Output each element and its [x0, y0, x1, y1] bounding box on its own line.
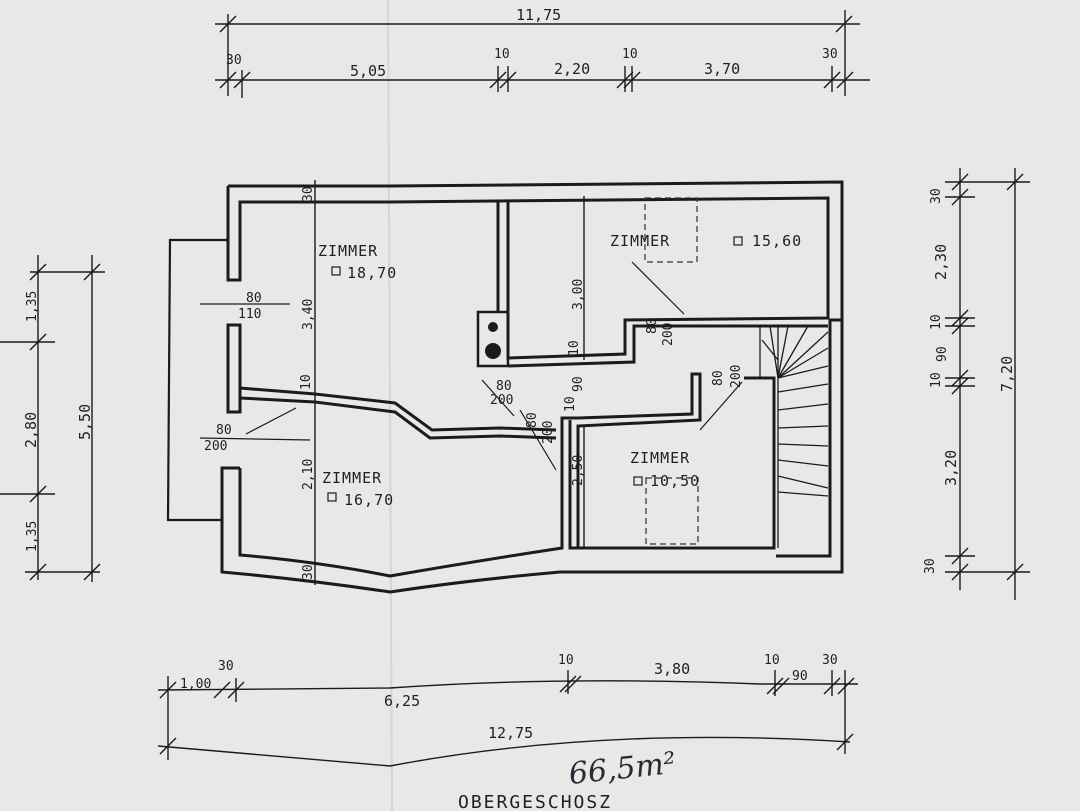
dim-right-1: 2,30: [932, 244, 950, 280]
dim-left-1: 1,35: [25, 291, 40, 322]
room-3-label: ZIMMER: [322, 469, 382, 487]
opening-1-width: 80: [246, 291, 262, 306]
building-walls: [166, 180, 844, 594]
opening-5-width: 80: [645, 318, 660, 334]
dim-bottom-2: 6,25: [384, 692, 420, 710]
dim-right-total: 7,20: [998, 356, 1016, 392]
opening-2-height: 200: [204, 439, 227, 454]
dim-right-wall-2: 10: [929, 372, 944, 388]
dim-left-total: 5,50: [76, 404, 94, 440]
interior-dim-3: 2,10: [301, 459, 316, 490]
interior-dim-7: 10: [567, 340, 582, 356]
interior-dim-4: 30: [301, 186, 316, 202]
room-1-area: 18,70: [347, 264, 397, 282]
dim-bottom-wall-1: 10: [558, 653, 574, 668]
dim-bottom-total: 12,75: [488, 724, 533, 742]
opening-5-height: 200: [661, 323, 676, 346]
opening-1-height: 110: [238, 307, 261, 322]
interior-dim-5: 30: [301, 564, 316, 580]
interior-dim-2: 10: [299, 374, 314, 390]
opening-6-width: 80: [711, 370, 726, 386]
interior-dim-9: 90: [571, 376, 586, 392]
dim-right-wall-bottom: 30: [923, 558, 938, 574]
handwritten-area-note: 66,5m²: [567, 746, 677, 792]
interior-dim-10: 2,50: [571, 455, 586, 486]
room-1-label: ZIMMER: [318, 242, 378, 260]
dim-bottom-4: 90: [792, 669, 808, 684]
room-4-area: 10,50: [650, 472, 700, 490]
right-dimensions: 30 2,30 10 90 10 3,20 30 7,20: [923, 168, 1030, 600]
interior-dim-6: 3,00: [571, 279, 586, 310]
drawing-title: OBERGESCHOSZ: [458, 792, 612, 811]
dim-right-2: 90: [935, 346, 950, 362]
dim-left-3: 1,35: [25, 521, 40, 552]
dim-bottom-wall-left: 30: [218, 659, 234, 674]
room-2-area: 15,60: [752, 232, 802, 250]
staircase: [759, 325, 829, 548]
dim-top-wall-2: 10: [622, 47, 638, 62]
dim-bottom-1: 1,00: [180, 677, 211, 692]
left-dimensions: 1,35 2,80 5,50 1,35: [0, 255, 105, 582]
dim-top-segment-1: 5,05: [350, 62, 386, 80]
opening-4-height: 200: [541, 421, 556, 444]
dim-bottom-3: 3,80: [654, 660, 690, 678]
opening-3-width: 80: [496, 379, 512, 394]
dim-total-width: 11,75: [516, 6, 561, 24]
dim-right-3: 3,20: [942, 450, 960, 486]
opening-dimensions: 80 110 80 200 80 200 80 200 80 200 80 20…: [204, 186, 744, 580]
opening-6-height: 200: [729, 365, 744, 388]
dim-top-wall-left: 30: [226, 53, 242, 68]
dim-right-wall-1: 10: [929, 314, 944, 330]
opening-3-height: 200: [490, 393, 513, 408]
dim-bottom-wall-right: 30: [822, 653, 838, 668]
interior-dim-8: 10: [563, 396, 578, 412]
room-2-label: ZIMMER: [610, 232, 670, 250]
dim-left-2: 2,80: [22, 412, 40, 448]
opening-2-width: 80: [216, 423, 232, 438]
dim-top-segment-2: 2,20: [554, 60, 590, 78]
top-dimensions: 11,75 30 5,05 10 2,20 10 3,70 30: [215, 6, 870, 98]
dim-bottom-wall-2: 10: [764, 653, 780, 668]
dim-top-wall-right: 30: [822, 47, 838, 62]
dim-top-wall-1: 10: [494, 47, 510, 62]
room-4-label: ZIMMER: [630, 449, 690, 467]
interior-dim-1: 3,40: [301, 299, 316, 330]
dim-top-segment-3: 3,70: [704, 60, 740, 78]
opening-4-width: 80: [525, 412, 540, 428]
room-3-area: 16,70: [344, 491, 394, 509]
dim-right-wall-top: 30: [929, 188, 944, 204]
paper-fold-line: [387, 0, 393, 811]
room-labels: ZIMMER 18,70 ZIMMER 15,60 ZIMMER 16,70 Z…: [318, 232, 802, 509]
bottom-dimensions: 30 1,00 6,25 10 3,80 10 90 30 12,75: [157, 653, 858, 767]
